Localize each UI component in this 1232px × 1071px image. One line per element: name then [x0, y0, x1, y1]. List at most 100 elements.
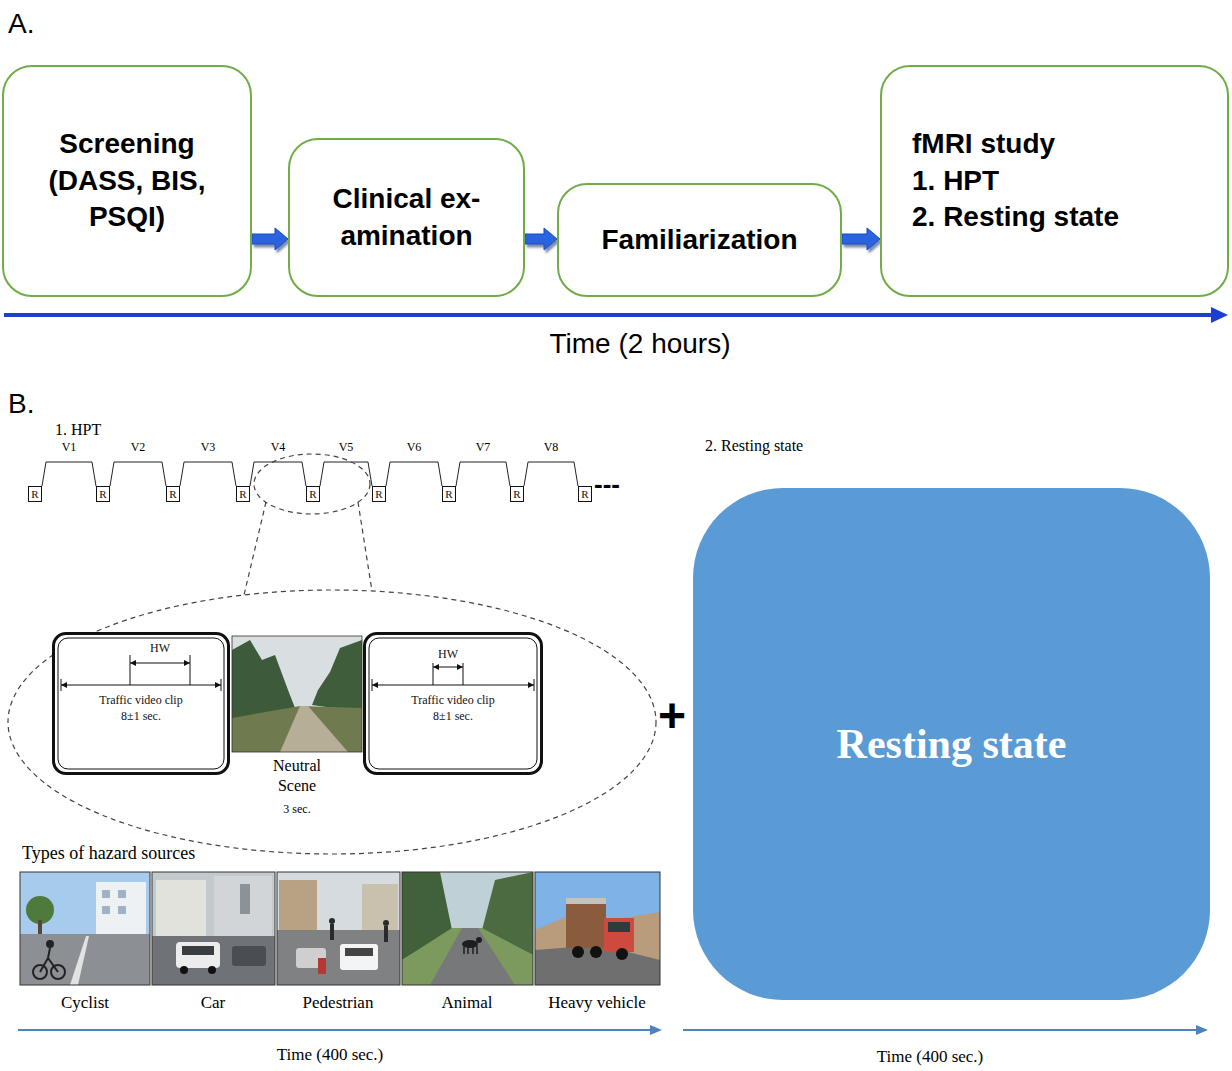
duration-label: 3 sec.	[283, 802, 310, 817]
hazard-image-pedestrian-part	[277, 872, 400, 985]
text-holder: ---	[594, 468, 620, 501]
video-label: V5	[339, 440, 354, 455]
text-holder: V6	[407, 440, 422, 455]
hazard-image-heavy-vehicle-part	[572, 946, 584, 958]
text-holder: Time (400 sec.)	[277, 1044, 384, 1065]
hazard-image-pedestrian-part	[384, 926, 388, 942]
video-label: V7	[476, 440, 491, 455]
hazard-caption: Animal	[442, 992, 493, 1013]
clip-inner-border	[369, 638, 537, 769]
hazard-image-pedestrian	[277, 872, 400, 985]
text-holder: Car	[201, 992, 226, 1013]
text-holder: Traffic video clip	[411, 693, 494, 707]
axis-label: Time (400 sec.)	[277, 1044, 384, 1065]
dimension-arrowhead	[61, 682, 67, 688]
hazard-image-car-part	[152, 872, 275, 985]
time-axis-arrow-part	[18, 1029, 652, 1031]
neutral-scene-image-part	[232, 636, 362, 752]
rest-marker: R	[306, 486, 320, 502]
continuation-mark: ---	[594, 468, 620, 501]
text-holder: Heavy vehicle	[548, 992, 646, 1013]
time-axis-arrow-part	[683, 1029, 1198, 1031]
rest-marker: R	[510, 486, 524, 502]
dimension-tick	[534, 679, 535, 691]
hazard-image-animal-part	[430, 928, 515, 985]
text-holder: 3 sec.	[283, 802, 310, 817]
text-holder: 8±1 sec.	[121, 709, 161, 723]
hazard-image-car-part	[208, 966, 216, 974]
hazard-image-cyclist-part	[20, 934, 150, 985]
axis-label: Time (400 sec.)	[877, 1046, 984, 1067]
hazard-image-pedestrian-part	[362, 884, 398, 932]
step-text: fMRI study	[912, 126, 1055, 162]
clip-label: Traffic video clip	[411, 693, 494, 707]
hazard-image-pedestrian-part	[279, 880, 317, 932]
dimension-arrowhead	[215, 682, 221, 688]
hazard-image-car-part	[214, 876, 272, 936]
text-holder: V5	[339, 440, 354, 455]
hazard-image-cyclist-part	[46, 940, 54, 948]
hazard-image-cyclist-part	[20, 872, 150, 985]
stage-box: fMRI study1. HPT2. Resting state	[880, 65, 1229, 297]
dimension-line	[61, 685, 221, 686]
hazard-image-car-part	[232, 946, 266, 966]
step-text: Screening (DASS, BIS, PSQI)	[21, 126, 233, 235]
dimension-arrowhead	[184, 660, 190, 666]
hazard-image-car-part	[152, 872, 275, 985]
hazard-image-heavy-vehicle-part	[535, 872, 660, 985]
text-holder: HW	[438, 647, 458, 661]
rest-marker: R	[442, 486, 456, 502]
rest-marker-letter: R	[99, 489, 106, 500]
axis-label: Time (2 hours)	[549, 326, 730, 361]
text-holder: Neutral Scene	[261, 756, 333, 796]
dimension-tick	[463, 663, 464, 685]
dimension-tick	[190, 655, 191, 685]
hazard-image-pedestrian-part	[318, 958, 326, 974]
text-holder: HW	[150, 641, 170, 655]
hazard-image-pedestrian-part	[277, 930, 400, 985]
hazard-image-heavy-vehicle-part	[535, 872, 660, 985]
dimension-arrowhead	[372, 682, 378, 688]
video-label: V6	[407, 440, 422, 455]
hazard-image-cyclist-part	[118, 906, 126, 914]
dimension-arrowhead	[457, 664, 463, 670]
hazard-image-heavy-vehicle-part	[604, 918, 634, 952]
rest-marker: R	[166, 486, 180, 502]
zoom-ellipse-part	[8, 590, 656, 854]
zoom-ellipse-part	[358, 502, 372, 591]
dimension-tick	[61, 679, 62, 691]
video-label: V1	[62, 440, 77, 455]
flow-arrow	[842, 228, 880, 250]
zoom-ellipse-part	[254, 454, 370, 514]
timeline-arrow	[4, 307, 1228, 323]
section-title: 2. Resting state	[705, 436, 803, 456]
neutral-scene-image	[232, 636, 362, 752]
panel-title: Resting state	[837, 719, 1067, 769]
hazard-image-heavy-vehicle-part	[535, 945, 660, 985]
hazard-image-cyclist-part	[20, 872, 150, 985]
plus-sign: +	[658, 686, 686, 746]
hazard-image-pedestrian-part	[329, 918, 335, 924]
dimension-tick	[433, 663, 434, 685]
dimension-arrowhead	[528, 682, 534, 688]
time-axis-arrow	[18, 1025, 1208, 1035]
hazard-image-heavy-vehicle	[535, 872, 660, 985]
zoom-ellipse-part	[244, 502, 266, 595]
rest-marker-letter: R	[239, 489, 246, 500]
rest-marker: R	[96, 486, 110, 502]
panel-letter: A.	[8, 6, 34, 41]
rest-marker-letter: R	[445, 489, 452, 500]
step-text: 2. Resting state	[912, 199, 1119, 235]
hazard-image-cyclist-part	[96, 882, 146, 934]
text-holder: Types of hazard sources	[22, 842, 195, 865]
hazard-image-car-part	[152, 936, 275, 985]
hazard-image-heavy-vehicle-part	[566, 902, 606, 948]
hazard-image-pedestrian-part	[277, 872, 400, 985]
dimension-line	[130, 663, 190, 664]
section-title: 1. HPT	[55, 420, 101, 440]
text-holder: Pedestrian	[303, 992, 374, 1013]
hazard-image-pedestrian-part	[345, 948, 373, 956]
hazard-image-animal	[402, 872, 533, 985]
text-holder: +	[658, 686, 686, 746]
